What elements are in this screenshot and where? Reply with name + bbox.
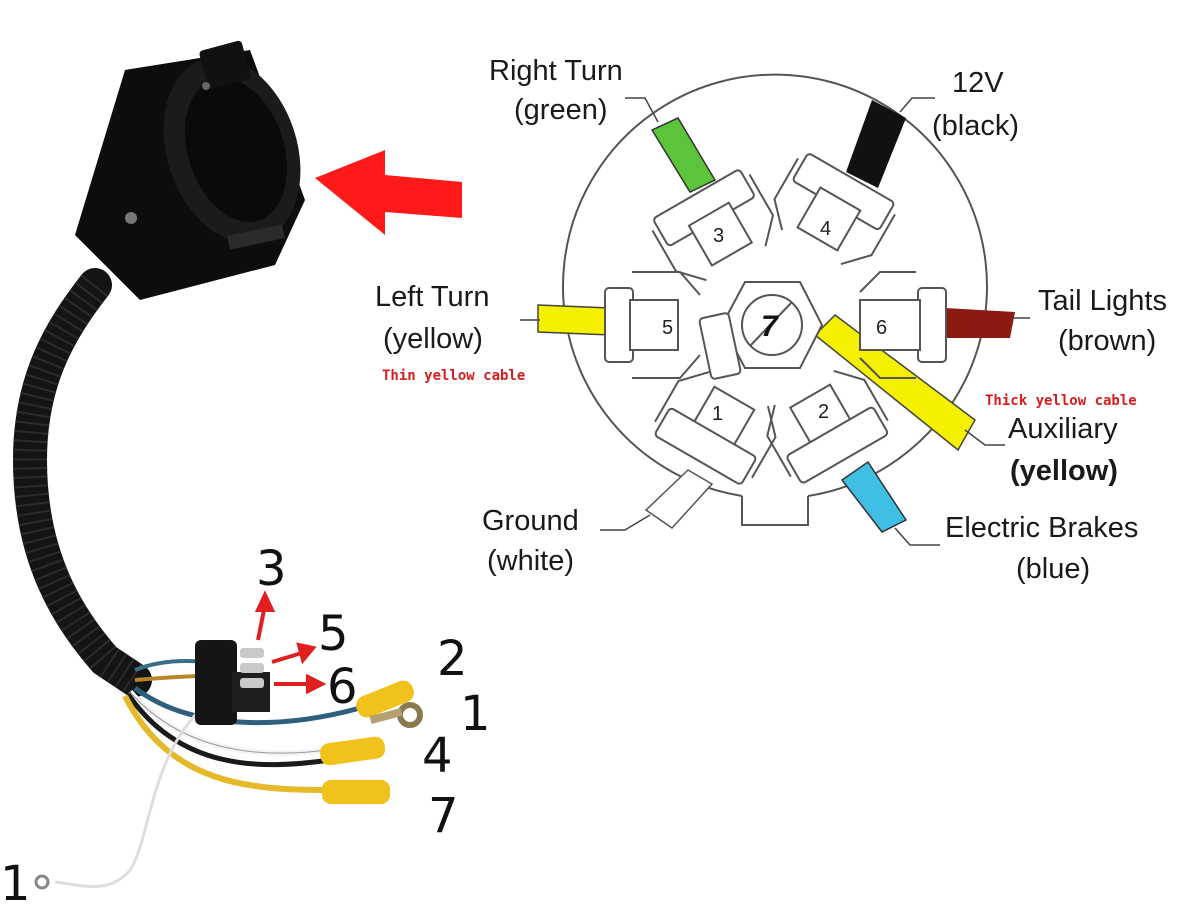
wire-yellow [122, 694, 331, 793]
electric-brakes-color: (blue) [1016, 553, 1090, 585]
ground-label: Ground [482, 505, 579, 537]
photo-number-1: 1 [460, 686, 491, 742]
pin-4-label: 4 [820, 218, 831, 240]
thick-cable-note: Thick yellow cable [985, 393, 1137, 409]
terminal-3 [651, 169, 775, 282]
photo-number-4: 4 [422, 728, 453, 784]
adapter-photo: 3 5 6 2 1 4 7 1 [0, 40, 491, 909]
seven-way-socket [75, 40, 305, 300]
right-turn-color: (green) [514, 94, 608, 126]
terminal-1 [654, 371, 777, 485]
wire-blue [840, 460, 908, 533]
tail-lights-label: Tail Lights [1038, 285, 1167, 317]
wire-yellow-left [537, 304, 611, 336]
wire-white-ground [644, 469, 714, 529]
thin-cable-note: Thin yellow cable [382, 368, 525, 384]
pin-pointer-arrows [254, 590, 327, 695]
pin-6-label: 6 [876, 317, 887, 339]
tail-lights-color: (brown) [1058, 325, 1156, 357]
photo-number-ground: 1 [0, 856, 31, 909]
terminal-5 [604, 271, 701, 379]
wire-yellow-aux [813, 314, 976, 452]
pin-3-label: 3 [713, 225, 724, 247]
electric-brakes-label: Electric Brakes [945, 512, 1138, 544]
pin-2-label: 2 [818, 401, 829, 423]
wire-green [650, 117, 717, 193]
four-flat-plug-icon [195, 640, 270, 725]
left-turn-label: Left Turn [375, 281, 489, 313]
red-arrow-icon [315, 150, 462, 235]
blade-terminal-white [319, 736, 386, 766]
terminal-2 [766, 370, 889, 484]
wire-black [125, 692, 331, 768]
ring-terminal [369, 702, 423, 728]
right-turn-label: Right Turn [489, 55, 623, 87]
photo-number-2: 2 [437, 631, 468, 687]
photo-number-6: 6 [327, 659, 358, 715]
photo-number-3: 3 [256, 541, 287, 597]
terminal-4 [773, 153, 896, 266]
auxiliary-label: Auxiliary [1008, 413, 1118, 445]
wire-thin-white [54, 708, 202, 888]
wire-brown [945, 308, 1015, 338]
ground-eyelet [34, 874, 50, 890]
photo-number-7: 7 [428, 788, 459, 844]
yellow-terminal [356, 680, 414, 718]
corrugated-cable [12, 268, 152, 697]
twelve-v-label: 12V [952, 67, 1004, 99]
pin-7-label: 7 [761, 310, 779, 343]
seven-way-connector-icon: 7 3 4 5 6 [520, 73, 1030, 546]
wire-black-12v [846, 100, 906, 188]
auxiliary-color: (yellow) [1010, 455, 1118, 487]
pin-5-label: 5 [662, 317, 673, 339]
photo-number-5: 5 [318, 606, 349, 662]
wire-blue [133, 686, 361, 726]
blade-terminal-yellow [322, 780, 390, 804]
terminal-6 [859, 271, 947, 379]
twelve-v-color: (black) [932, 110, 1019, 142]
ground-color: (white) [487, 545, 574, 577]
pin-1-label: 1 [712, 403, 723, 425]
left-turn-color: (yellow) [383, 323, 483, 355]
